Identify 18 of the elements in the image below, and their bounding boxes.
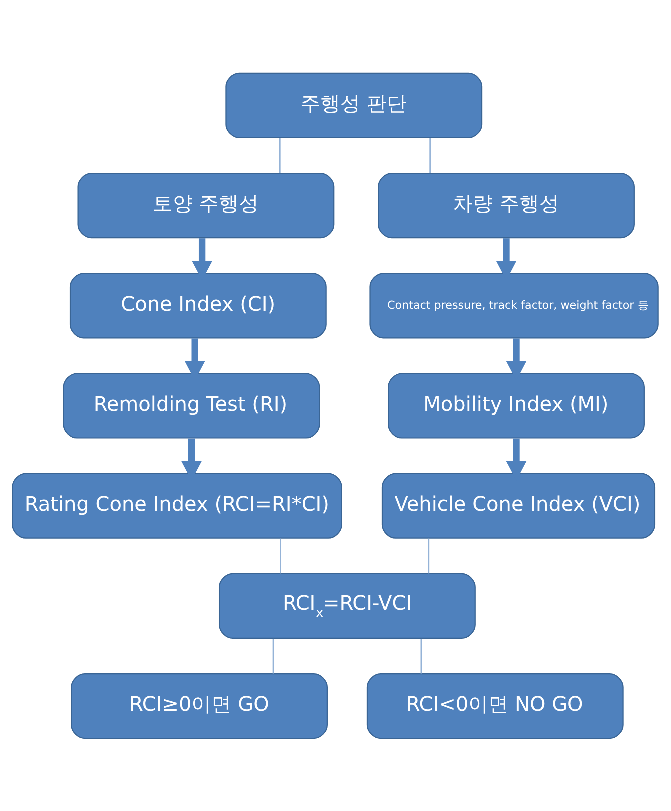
node-box: RCI$_{x}$=RCI-VCI [219, 572, 476, 638]
node-box: Remolding Test (RI) [63, 372, 320, 438]
node-box: 토양 주행성 [78, 172, 335, 238]
connector [280, 138, 281, 173]
node-box: RCI≥0이면 GO [71, 673, 328, 739]
node-box: 차량 주행성 [378, 172, 635, 238]
node-box: Cone Index (CI) [70, 272, 327, 338]
node-box: 주행성 판단 [226, 72, 483, 138]
node-box: Contact pressure, track factor, weight factor 등 [370, 272, 659, 338]
connector [420, 638, 422, 674]
node-box: RCI<0이면 NO GO [366, 673, 624, 739]
connector [280, 538, 282, 574]
node-box: Mobility Index (MI) [388, 372, 645, 438]
connector [430, 138, 431, 173]
node-box: Rating Cone Index (RCI=RI*CI) [12, 472, 342, 538]
connector [428, 538, 430, 574]
connector [272, 638, 274, 674]
node-box: Vehicle Cone Index (VCI) [382, 472, 656, 538]
